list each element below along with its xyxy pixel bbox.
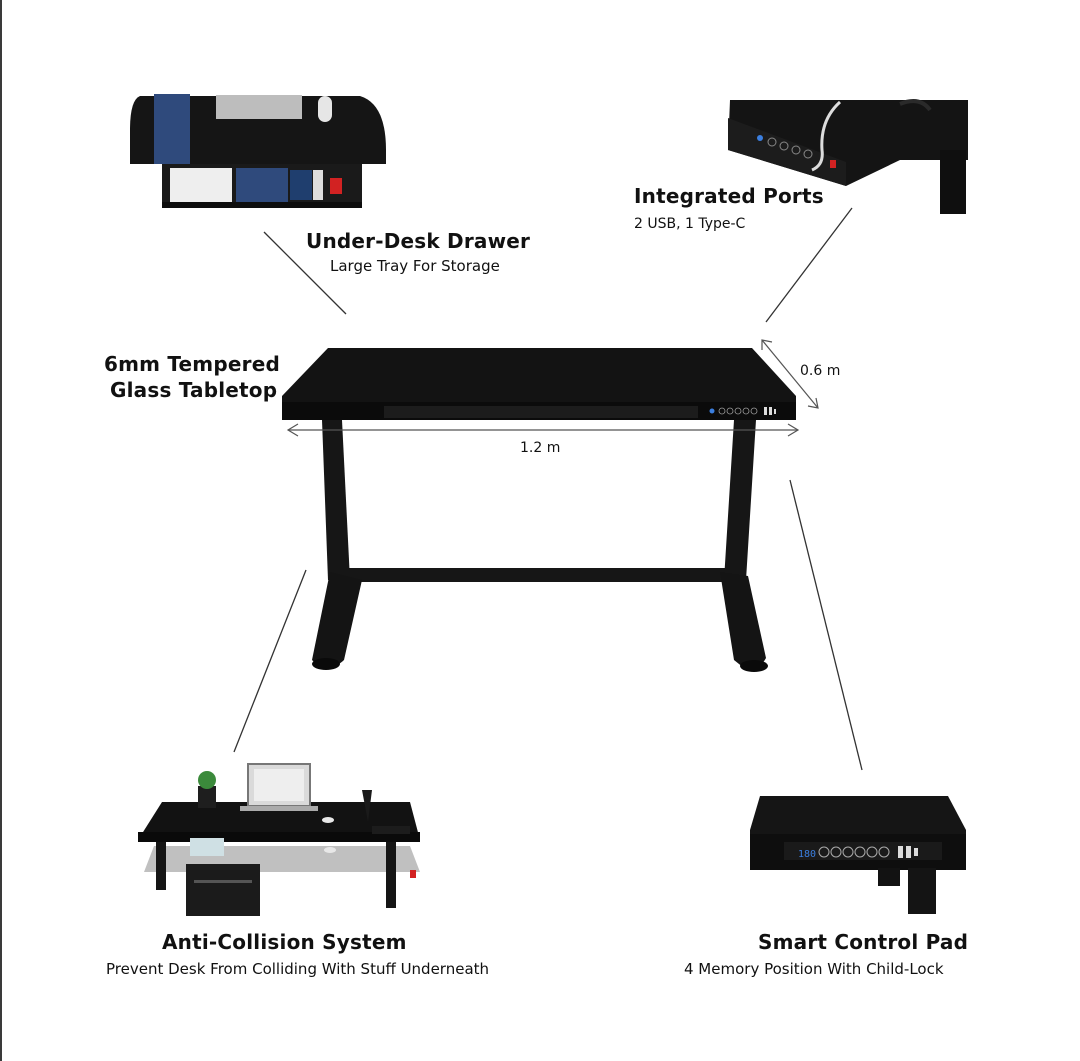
- width-dimension-arrow: [286, 423, 800, 437]
- drawer-title: Under-Desk Drawer: [306, 229, 531, 253]
- depth-dimension-label: 0.6 m: [800, 363, 841, 379]
- control-callout-line: [789, 479, 863, 771]
- height-readout: 180: [798, 849, 816, 860]
- width-dimension-label: 1.2 m: [520, 440, 561, 456]
- drawer-subtitle: Large Tray For Storage: [330, 257, 500, 275]
- left-border: [0, 0, 2, 1061]
- depth-dimension-arrow: [761, 339, 819, 409]
- drawer-callout-line: [263, 231, 347, 315]
- tabletop-title-line2: Glass Tabletop: [110, 378, 278, 402]
- collision-title: Anti-Collision System: [162, 930, 407, 954]
- ports-callout-line: [765, 207, 853, 323]
- collision-callout-line: [233, 569, 307, 753]
- tabletop-title-line1: 6mm Tempered: [104, 352, 280, 376]
- control-title: Smart Control Pad: [758, 930, 969, 954]
- control-pad-image: 180: [750, 796, 966, 914]
- ports-title: Integrated Ports: [634, 184, 824, 208]
- desk-image: [282, 348, 796, 672]
- control-subtitle: 4 Memory Position With Child-Lock: [684, 960, 944, 978]
- collision-subtitle: Prevent Desk From Colliding With Stuff U…: [106, 960, 490, 978]
- drawer-image: [130, 94, 386, 208]
- ports-image: [728, 99, 968, 214]
- ports-subtitle: 2 USB, 1 Type-C: [634, 216, 746, 232]
- collision-image: [138, 763, 420, 916]
